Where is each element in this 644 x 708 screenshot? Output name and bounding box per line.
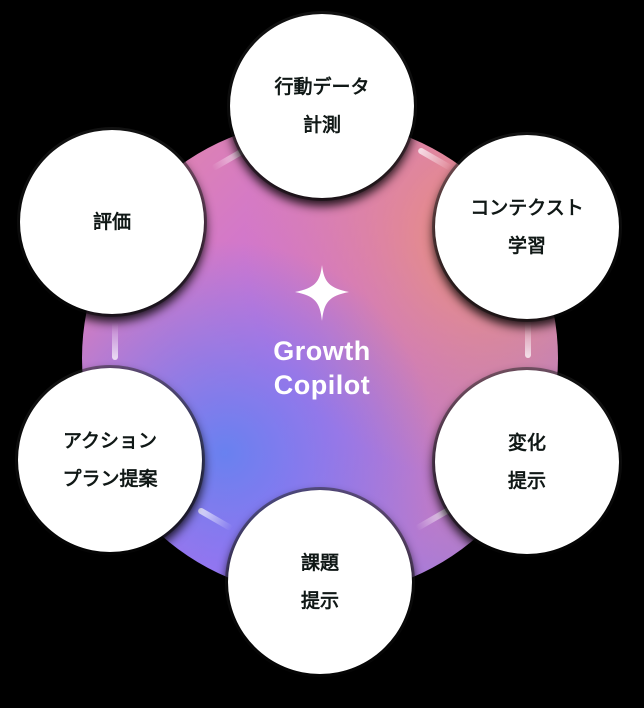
node-label-line2: プラン提案: [62, 468, 158, 490]
node-change-presentation[interactable]: 変化 提示: [435, 370, 619, 554]
connector-spoke: [525, 320, 531, 358]
node-evaluation[interactable]: 評価: [20, 130, 204, 314]
node-label-line1: 行動データ: [274, 76, 370, 98]
node-label-line2: 学習: [507, 235, 546, 257]
node-behavior-data-measurement[interactable]: 行動データ 計測: [230, 14, 414, 198]
center-title-line2: Copilot: [273, 370, 371, 400]
node-label-line1: 変化: [507, 432, 546, 454]
node-label-line1: 課題: [300, 552, 339, 574]
sparkle-icon: [295, 265, 349, 321]
node-label-line1: アクション: [62, 430, 158, 452]
node-label-line1: コンテクスト: [470, 197, 584, 219]
node-label-line2: 提示: [300, 590, 339, 612]
node-label-line2: 計測: [302, 114, 341, 136]
center-label: Growth Copilot: [222, 262, 422, 402]
center-title-line1: Growth: [273, 336, 371, 366]
node-action-plan-proposal[interactable]: アクション プラン提案: [18, 368, 202, 552]
node-context-learning[interactable]: コンテクスト 学習: [435, 135, 619, 319]
node-label-line1: 評価: [92, 211, 131, 233]
node-label-line2: 提示: [507, 470, 546, 492]
node-issue-presentation[interactable]: 課題 提示: [228, 490, 412, 674]
connector-spoke: [112, 322, 118, 360]
